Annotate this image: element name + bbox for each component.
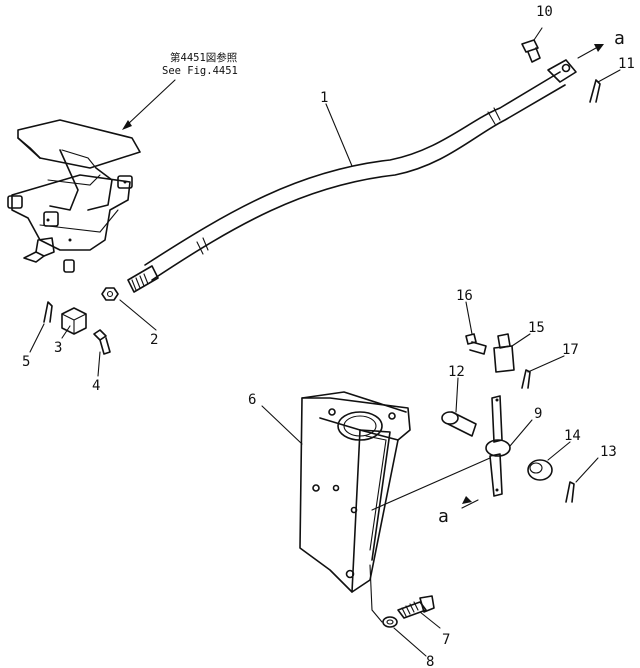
nut [101,287,119,301]
bracket [299,391,411,593]
cotter-pin-17 [521,369,531,389]
callout-labels: 1 2 3 4 5 6 7 8 9 10 11 12 13 14 15 16 1… [22,4,635,668]
callout-12: 12 [448,364,465,380]
reference-note-english: See Fig.4451 [162,65,238,77]
control-rod [127,59,577,293]
callout-3: 3 [54,340,62,356]
reference-note: 第4451図参照 See Fig.4451 [122,51,238,130]
pedal-assembly [7,119,141,273]
callout-13: 13 [600,444,617,460]
pin-16 [465,333,487,355]
leader-lines [29,27,621,657]
cotter-pin-13 [565,481,575,503]
callout-14: 14 [564,428,581,444]
callout-10: 10 [536,4,553,20]
pin-12 [441,411,477,437]
cotter-pin-11 [589,79,601,103]
connection-marker-top: a [577,28,625,59]
callout-6: 6 [248,392,256,408]
yoke-15 [493,333,515,373]
connection-marker-bottom: a [438,496,479,527]
pin-4 [93,329,111,355]
callout-16: 16 [456,288,473,304]
marker-a-bottom: a [438,506,449,527]
bolt [397,595,435,619]
callout-7: 7 [442,632,450,648]
reference-leader [126,79,176,126]
callout-8: 8 [426,654,434,668]
washer [382,616,398,628]
callout-15: 15 [528,320,545,336]
yoke [61,307,87,335]
callout-17: 17 [562,342,579,358]
callout-4: 4 [92,378,100,394]
callout-9: 9 [534,406,542,422]
callout-2: 2 [150,332,158,348]
cotter-pin-5 [43,301,53,323]
callout-11: 11 [618,56,635,72]
bushing [527,459,553,481]
lever [485,395,511,497]
reference-note-japanese: 第4451図参照 [170,51,238,64]
callout-5: 5 [22,354,30,370]
pin-10 [521,39,541,63]
marker-a-top: a [614,28,625,49]
callout-1: 1 [320,90,328,106]
